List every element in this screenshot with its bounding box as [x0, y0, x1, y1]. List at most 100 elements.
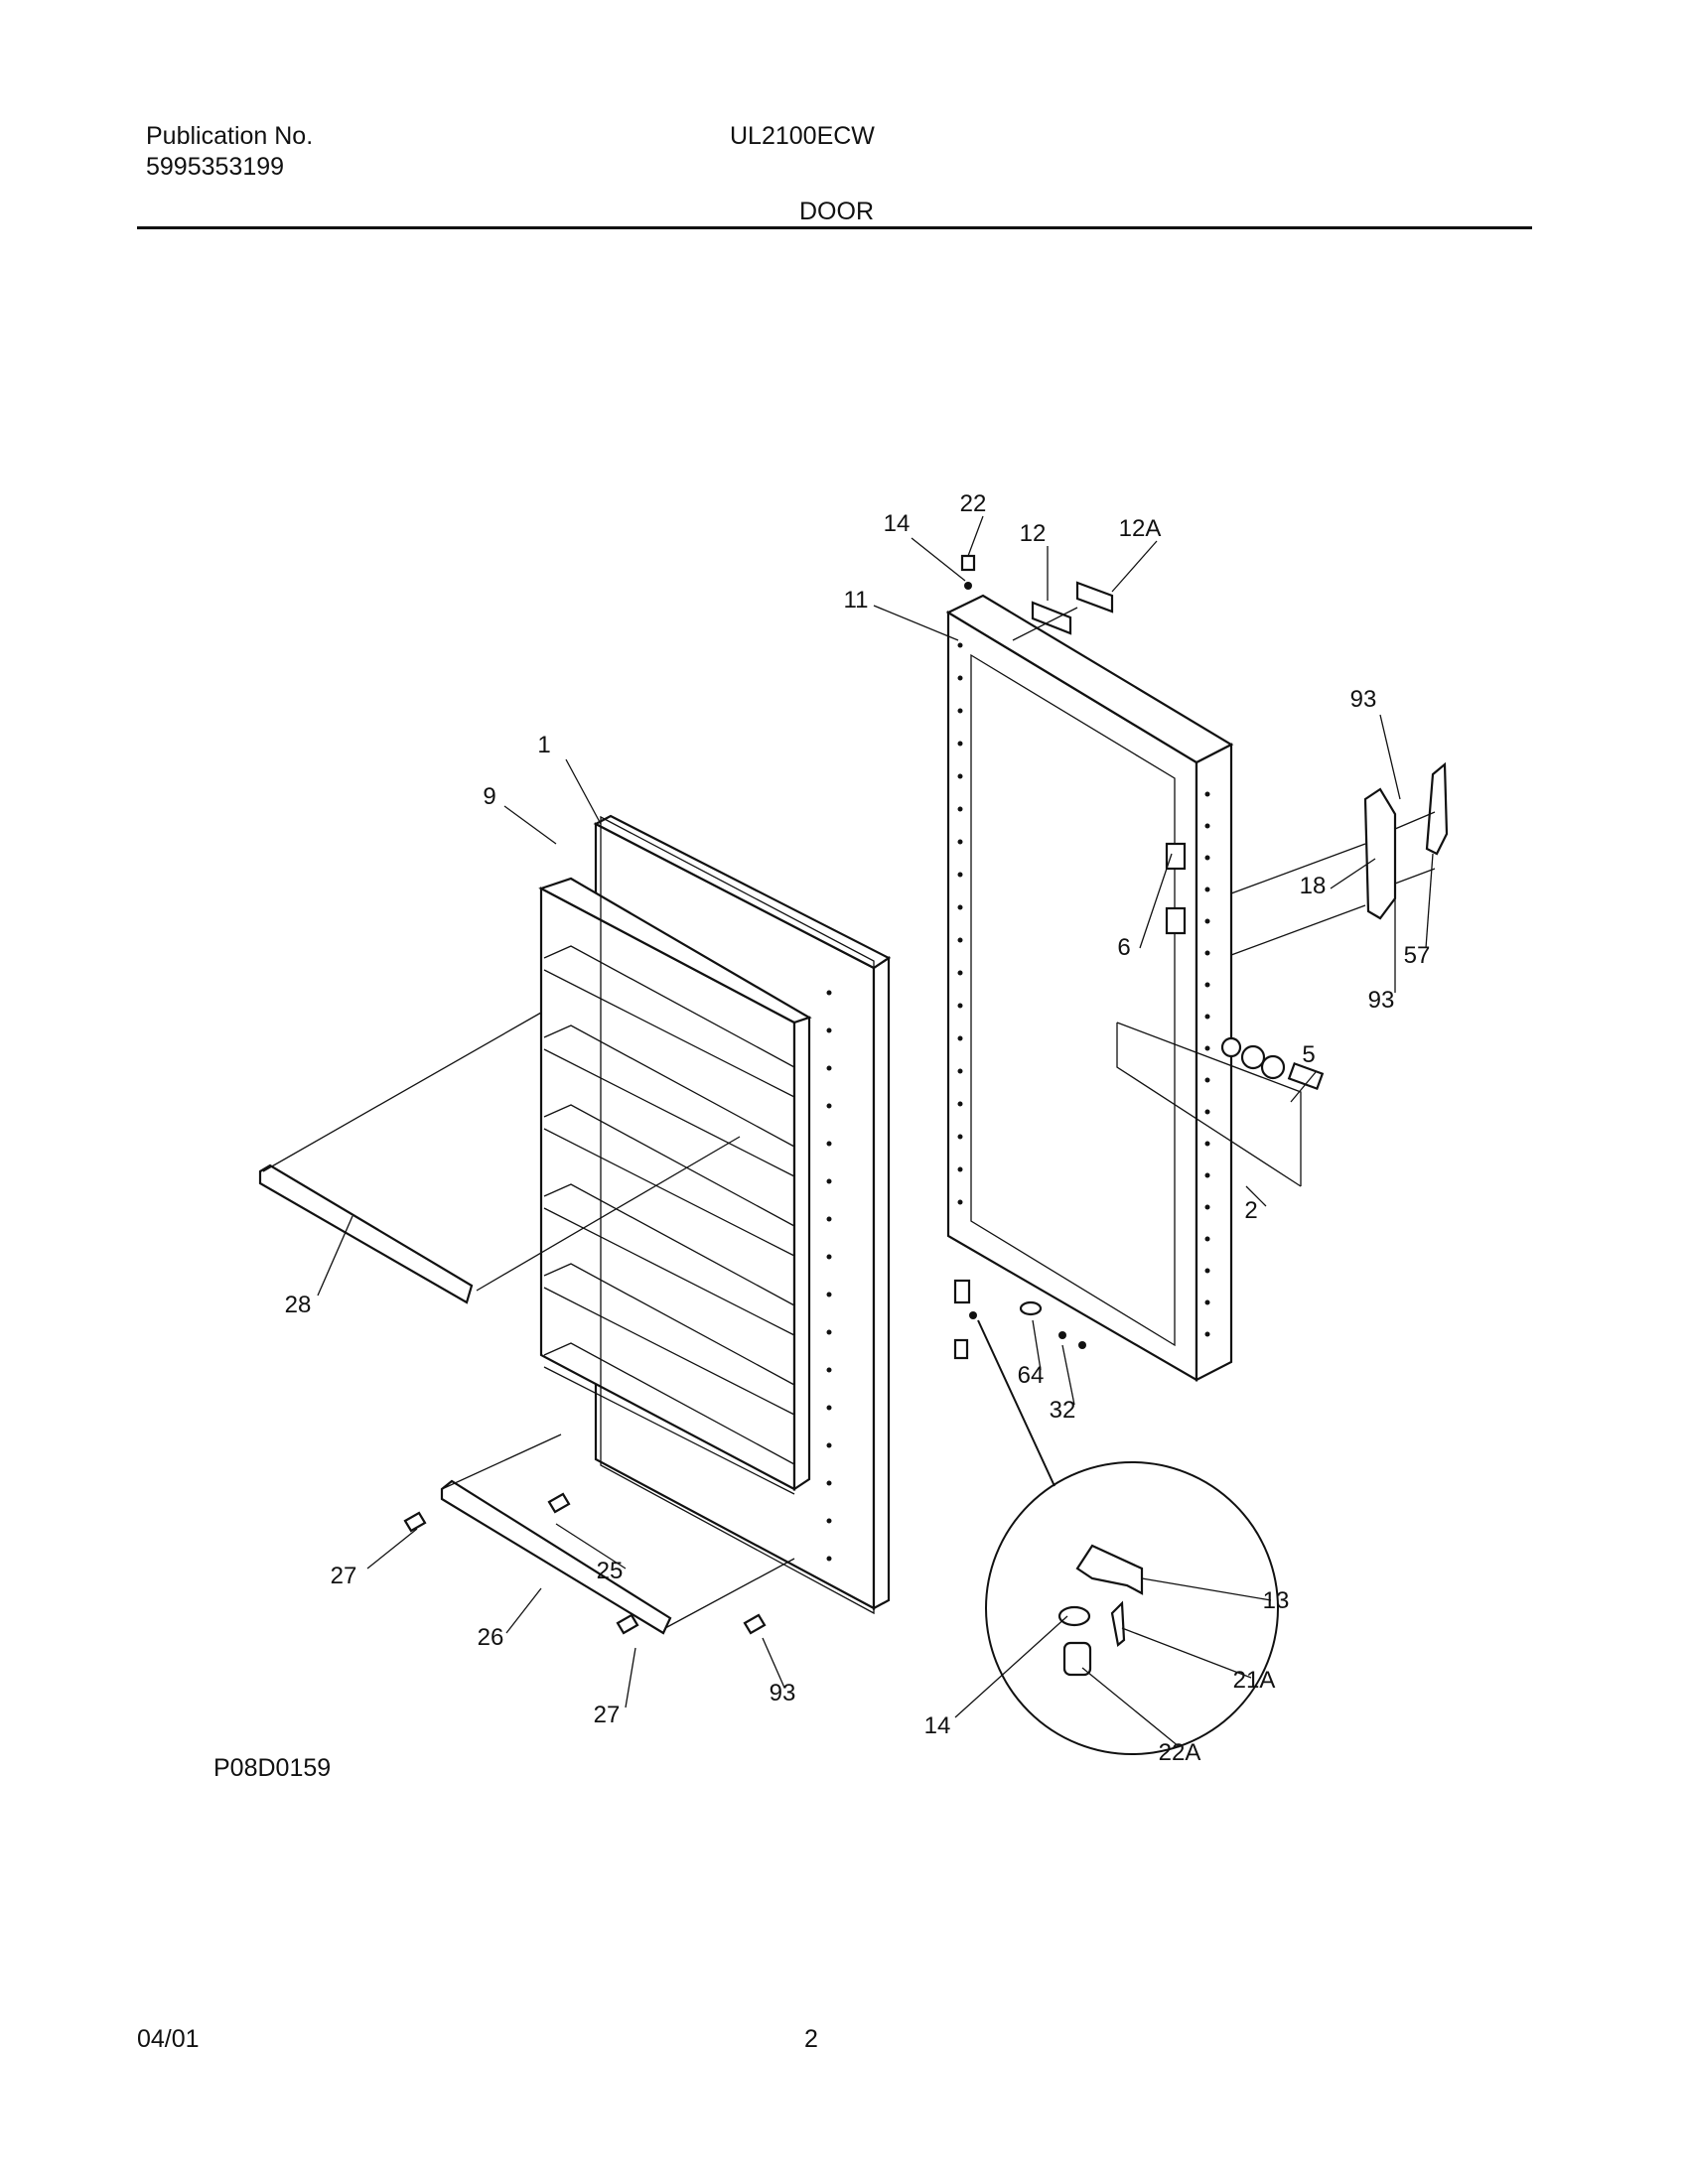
leader-line	[1425, 853, 1434, 949]
panel-hole	[957, 773, 963, 779]
leader-line	[1379, 714, 1401, 800]
liner-hole	[826, 1065, 832, 1071]
assembly-guide-lines	[262, 1012, 795, 1629]
shelf-edge	[543, 1183, 795, 1306]
leader-line	[1081, 1667, 1181, 1748]
leader-line	[1141, 1577, 1272, 1601]
shelf-edge	[543, 1263, 795, 1386]
panel-hole	[957, 970, 963, 976]
panel-hole	[1204, 791, 1210, 797]
shelf-edge	[543, 1366, 795, 1495]
callout-22: 22	[960, 490, 987, 517]
shelf-rail-26	[440, 1479, 672, 1635]
label-stickers	[1012, 581, 1114, 641]
callout-14: 14	[884, 510, 911, 537]
liner-hole	[826, 1480, 832, 1486]
leader-line	[1245, 1185, 1267, 1207]
panel-hole	[957, 806, 963, 812]
panel-hole	[957, 872, 963, 878]
hinge-detail-circle	[977, 1319, 1279, 1755]
callout-26: 26	[478, 1624, 504, 1651]
callout-64: 64	[1018, 1362, 1045, 1389]
panel-hole	[957, 1035, 963, 1041]
callout-9: 9	[483, 783, 495, 810]
panel-hole	[1204, 950, 1210, 956]
leader-line	[1121, 1627, 1252, 1679]
liner-hole	[826, 1442, 832, 1448]
shelf-edge	[543, 1048, 795, 1177]
liner-hole	[826, 1292, 832, 1297]
bottom-hardware	[953, 1279, 1086, 1360]
callout-93: 93	[1350, 686, 1377, 713]
liner-hole	[826, 1027, 832, 1033]
panel-hole	[1204, 1299, 1210, 1305]
leader-line	[762, 1637, 785, 1689]
panel-hole	[1204, 855, 1210, 861]
callout-25: 25	[597, 1558, 624, 1584]
inner-door-liner	[538, 814, 892, 1615]
panel-hole	[1204, 1109, 1210, 1115]
panel-hole	[957, 708, 963, 714]
panel-hole	[957, 1166, 963, 1172]
panel-hole	[1204, 1014, 1210, 1020]
shelf-edge	[543, 945, 795, 1068]
panel-hole	[1204, 982, 1210, 988]
liner-hole	[826, 1178, 832, 1184]
shelf-edge	[543, 1104, 795, 1227]
panel-hole	[1204, 1268, 1210, 1274]
leader-line	[317, 1215, 353, 1297]
leader-line	[505, 1587, 542, 1634]
liner-hole	[826, 1405, 832, 1411]
panel-hole	[1204, 1331, 1210, 1337]
callout-1: 1	[537, 732, 550, 758]
shelf-edge	[543, 1128, 795, 1257]
callout-57: 57	[1404, 942, 1431, 969]
panel-hole	[957, 642, 963, 648]
print-date: 04/01	[137, 2025, 200, 2053]
liner-hole	[826, 990, 832, 996]
panel-hole	[1204, 1045, 1210, 1051]
leader-line	[625, 1647, 636, 1708]
callout-27: 27	[331, 1563, 357, 1589]
panel-hole	[957, 904, 963, 910]
panel-hole	[1204, 918, 1210, 924]
panel-hole	[1204, 1236, 1210, 1242]
panel-hole	[957, 937, 963, 943]
callout-93: 93	[770, 1680, 796, 1706]
panel-hole	[1204, 1172, 1210, 1178]
lock-assembly-5	[1116, 1022, 1325, 1187]
panel-hole	[957, 1101, 963, 1107]
panel-hole	[1204, 887, 1210, 892]
panel-hole	[1204, 1204, 1210, 1210]
liner-hole	[826, 1556, 832, 1562]
liner-hole	[826, 1216, 832, 1222]
door-handle	[1230, 761, 1449, 956]
section-title: DOOR	[799, 198, 874, 225]
callout-6: 6	[1117, 934, 1130, 961]
callout-12A: 12A	[1119, 515, 1162, 542]
leader-line	[366, 1528, 418, 1570]
panel-hole	[957, 675, 963, 681]
publication-number: 5995353199	[146, 153, 285, 181]
liner-hole	[826, 1254, 832, 1260]
panel-hole	[957, 1068, 963, 1074]
liner-hole	[826, 1329, 832, 1335]
liner-hole	[826, 1518, 832, 1524]
callout-22A: 22A	[1159, 1739, 1201, 1766]
leader-line	[873, 605, 959, 641]
panel-hole	[957, 1003, 963, 1009]
shelf-edge	[543, 1207, 795, 1336]
panel-hole	[957, 1199, 963, 1205]
leader-line	[967, 515, 984, 557]
top-cam-hardware	[960, 554, 976, 590]
shelf-edge	[543, 1024, 795, 1148]
callout-28: 28	[285, 1292, 312, 1318]
leader-line	[1139, 853, 1173, 949]
hinge-bracket-6	[1165, 842, 1187, 935]
leader-line	[1061, 1344, 1075, 1406]
plugs-and-screws	[403, 1492, 767, 1635]
callout-27: 27	[594, 1702, 621, 1728]
leader-line	[555, 1523, 627, 1570]
callout-32: 32	[1050, 1397, 1076, 1424]
